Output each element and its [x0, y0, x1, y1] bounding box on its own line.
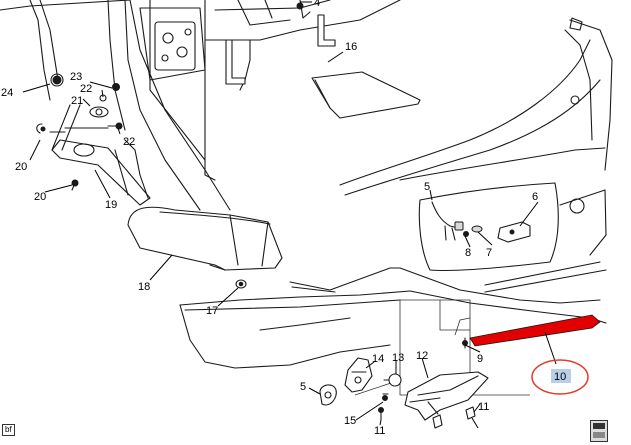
callout-11b[interactable]: 11: [478, 401, 489, 413]
part-10-highlighted-reflector[interactable]: [469, 314, 601, 347]
part-10-label-box: [551, 369, 571, 383]
callout-7[interactable]: 7: [486, 247, 492, 259]
callout-23[interactable]: 23: [70, 71, 82, 83]
callout-11a[interactable]: 11: [374, 425, 385, 437]
callout-21[interactable]: 21: [71, 95, 83, 107]
callout-5a[interactable]: 5: [424, 181, 430, 193]
corner-code: bf: [2, 424, 15, 436]
callout-5b[interactable]: 5: [300, 381, 306, 393]
callout-labels: 4 16 24 23 22 21 22 20 20 19 18 17 5 6 7…: [1, 0, 566, 437]
callout-22b[interactable]: 22: [123, 136, 135, 148]
part-19-lamp-bracket: [49, 104, 151, 206]
rear-bumper-fascia: [179, 17, 613, 396]
callout-17[interactable]: 17: [206, 305, 218, 317]
callout-20b[interactable]: 20: [34, 191, 46, 203]
callout-24[interactable]: 24: [1, 87, 13, 99]
callout-14[interactable]: 14: [372, 353, 384, 365]
callout-8[interactable]: 8: [465, 247, 471, 259]
callout-10[interactable]: 10: [554, 371, 566, 383]
part-10-leader: [544, 331, 557, 365]
callout-4[interactable]: 4: [314, 0, 320, 9]
part-18-tail-lamp: [127, 206, 283, 271]
part-17-nut: [235, 279, 247, 289]
callout-13[interactable]: 13: [392, 352, 404, 364]
callout-18[interactable]: 18: [138, 281, 150, 293]
callout-22a[interactable]: 22: [80, 83, 92, 95]
callout-20a[interactable]: 20: [15, 161, 27, 173]
callout-16[interactable]: 16: [345, 41, 357, 53]
callout-6[interactable]: 6: [532, 191, 538, 203]
vehicle-rear-structure: [0, 0, 401, 211]
callout-19[interactable]: 19: [105, 199, 117, 211]
callout-12[interactable]: 12: [416, 350, 428, 362]
callout-15[interactable]: 15: [344, 415, 356, 427]
license-lamp-parts: [431, 201, 531, 243]
publisher-logo-icon: [590, 420, 608, 442]
fasteners-upper-left: [36, 73, 123, 191]
callout-9[interactable]: 9: [477, 353, 483, 365]
leader-lines: [22, 1, 539, 429]
part-10-highlight-ring[interactable]: [531, 359, 589, 395]
part-16-trim-panel: [311, 71, 421, 119]
lower-bracket-parts: [319, 337, 489, 429]
